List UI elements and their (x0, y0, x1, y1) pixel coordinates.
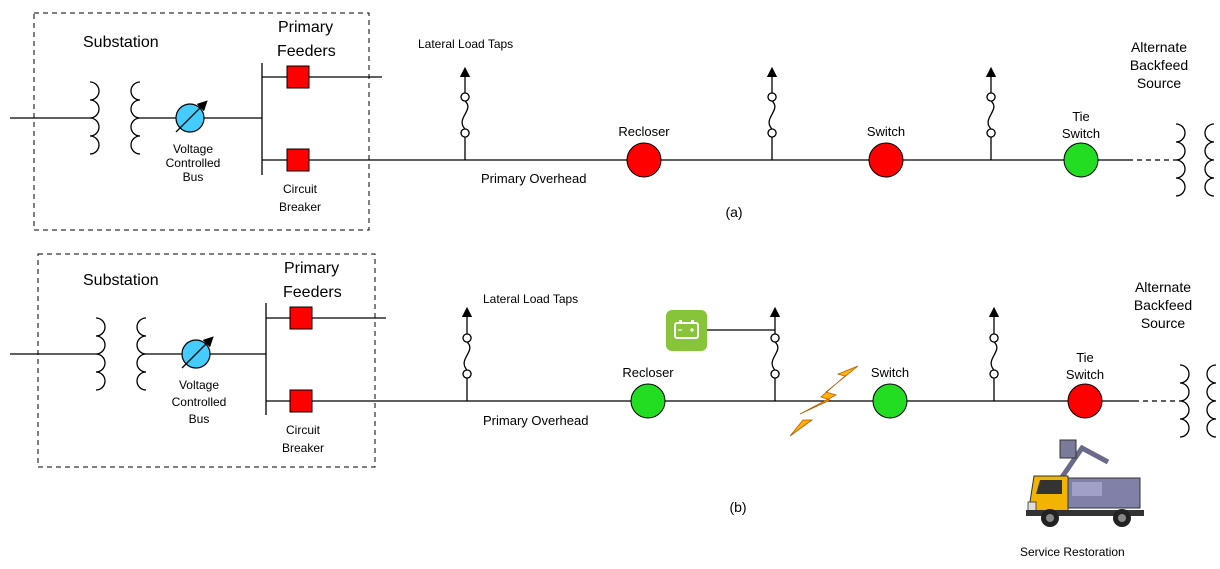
transformer-icon (89, 81, 141, 155)
tie-switch (1067, 383, 1103, 419)
primary-overhead-label: Primary Overhead (481, 171, 586, 186)
primary-feeders-label-2: Feeders (283, 284, 342, 301)
lateral-taps-label: Lateral Load Taps (483, 292, 578, 306)
voltage-bus-label-3: Bus (183, 170, 204, 184)
lateral-tap (985, 66, 997, 160)
recloser-label: Recloser (618, 124, 670, 139)
recloser (630, 383, 666, 419)
circuit-breaker-icon (286, 65, 310, 89)
lateral-tap (988, 306, 1000, 401)
tie-switch-label-1: Tie (1072, 109, 1090, 124)
bucket-truck-icon (1026, 439, 1144, 527)
battery-icon (666, 310, 707, 351)
caption-a: (a) (725, 204, 742, 220)
backfeed-label-1: Alternate (1131, 39, 1187, 55)
fuse-icon (462, 333, 472, 379)
backfeed-label-2: Backfeed (1134, 297, 1192, 313)
service-restoration-label: Service Restoration (1020, 545, 1125, 559)
switch-label: Switch (871, 365, 909, 380)
fuse-icon (767, 92, 777, 138)
voltage-bus-label-1: Voltage (179, 378, 219, 392)
circuit-breaker-icon (286, 148, 310, 172)
panel-a: Substation Primary Feeders Voltage Contr… (10, 12, 1215, 231)
transformer-icon (1179, 364, 1217, 438)
lateral-tap (766, 66, 778, 160)
tie-switch-label-2: Switch (1066, 367, 1104, 382)
circuit-breaker-label-1: Circuit (283, 182, 318, 196)
transformer-icon (1175, 123, 1215, 197)
backfeed-label-3: Source (1137, 75, 1182, 91)
switch (872, 383, 908, 419)
lateral-tap (459, 66, 471, 160)
caption-b: (b) (729, 499, 746, 515)
fuse-icon (460, 92, 470, 138)
substation-label: Substation (83, 34, 159, 51)
voltage-regulator-icon (175, 100, 208, 133)
circuit-breaker-icon (289, 389, 313, 413)
voltage-bus-label-2: Controlled (166, 156, 221, 170)
backfeed-label-2: Backfeed (1130, 57, 1188, 73)
backfeed-label-1: Alternate (1135, 279, 1191, 295)
lateral-tap (769, 306, 781, 401)
fuse-icon (770, 333, 780, 379)
backfeed-label-3: Source (1141, 315, 1186, 331)
substation-boundary (33, 12, 370, 231)
tie-switch-label-1: Tie (1076, 350, 1094, 365)
fuse-icon (986, 92, 996, 138)
circuit-breaker-label-1: Circuit (286, 423, 321, 437)
primary-overhead-label: Primary Overhead (483, 413, 588, 428)
circuit-breaker-label-2: Breaker (279, 200, 321, 214)
voltage-bus-label-2: Controlled (172, 395, 227, 409)
circuit-breaker-icon (289, 306, 313, 330)
primary-feeders-label-1: Primary (278, 19, 333, 36)
lateral-taps-label: Lateral Load Taps (418, 37, 513, 51)
panel-b: Substation Primary Feeders Voltage Contr… (10, 253, 1217, 559)
tie-switch (1063, 142, 1099, 178)
recloser (626, 142, 662, 178)
substation-boundary (37, 253, 376, 468)
recloser-label: Recloser (622, 365, 674, 380)
voltage-bus-label-1: Voltage (173, 142, 213, 156)
tie-switch-label-2: Switch (1062, 126, 1100, 141)
voltage-bus-label-3: Bus (189, 412, 210, 426)
primary-feeders-label-2: Feeders (277, 43, 336, 60)
primary-feeders-label-1: Primary (284, 260, 339, 277)
transformer-icon (95, 317, 147, 391)
substation-label: Substation (83, 272, 159, 289)
voltage-regulator-icon (181, 336, 214, 369)
circuit-breaker-label-2: Breaker (282, 441, 324, 455)
fuse-icon (989, 333, 999, 379)
lateral-tap (461, 306, 473, 401)
switch-label: Switch (867, 124, 905, 139)
switch (868, 142, 904, 178)
lightning-fault-icon (789, 365, 859, 437)
